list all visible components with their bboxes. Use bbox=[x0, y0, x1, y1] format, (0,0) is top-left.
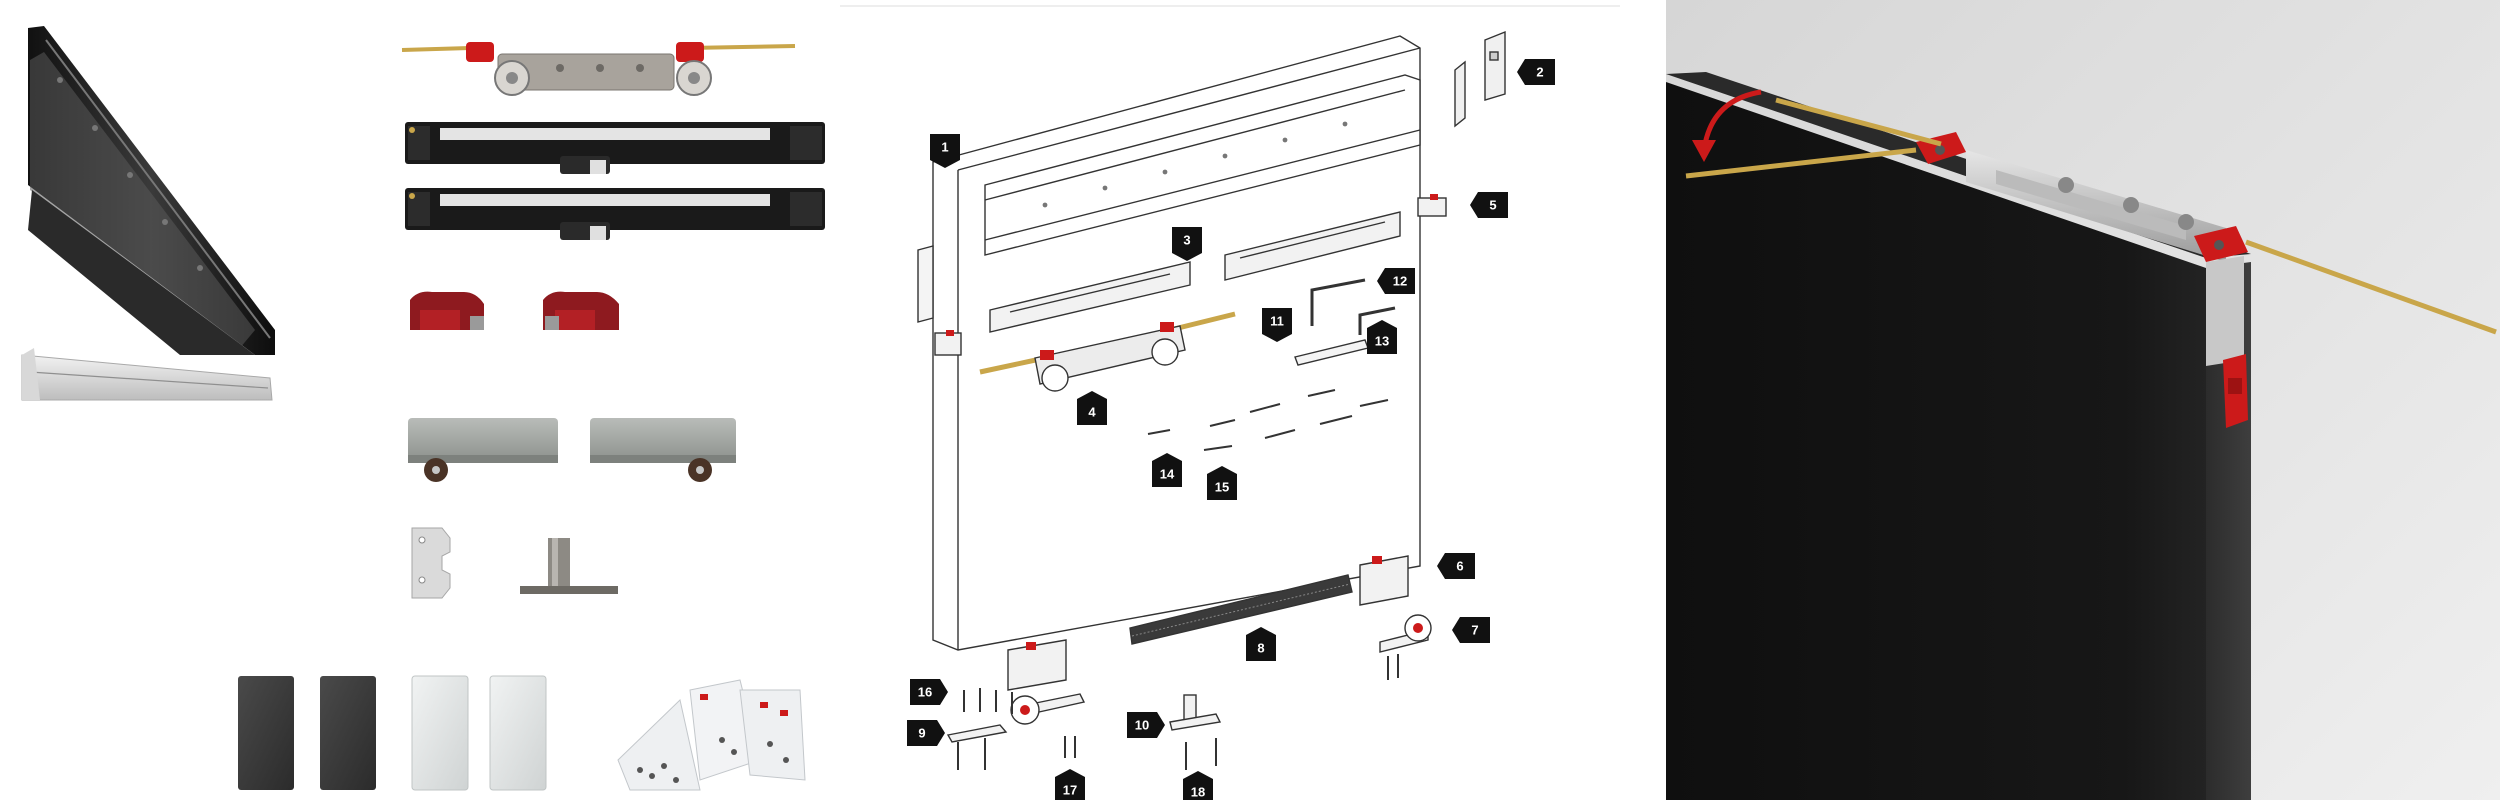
callout-9-marker bbox=[907, 720, 945, 746]
red-activator-right-photo bbox=[543, 291, 619, 330]
callout-14: 14 bbox=[1152, 453, 1182, 487]
callout-18: 18 bbox=[1183, 771, 1213, 800]
soft-close-mechanism bbox=[989, 211, 1401, 333]
soft-close-damper-2-photo bbox=[405, 188, 825, 240]
callout-9-label: 9 bbox=[918, 726, 925, 741]
callout-18-label: 18 bbox=[1191, 785, 1205, 800]
installed-door-render bbox=[1666, 0, 2500, 800]
callout-15-label: 15 bbox=[1215, 480, 1229, 495]
carriage-with-rods-photo bbox=[401, 42, 796, 96]
cover-profile-photo bbox=[21, 348, 273, 401]
callout-4-marker bbox=[1077, 391, 1107, 425]
callout-6-label: 6 bbox=[1456, 559, 1463, 574]
bottom-guide-left bbox=[1007, 639, 1067, 691]
floor-guide-pin-photo bbox=[520, 538, 618, 594]
callout-3: 3 bbox=[1172, 227, 1202, 261]
callout-9: 9 bbox=[907, 720, 945, 746]
callout-6-marker bbox=[1437, 553, 1475, 579]
callout-4: 4 bbox=[1077, 391, 1107, 425]
callout-1-marker bbox=[930, 134, 960, 168]
soft-close-damper-1-photo bbox=[405, 122, 825, 174]
callout-13-label: 13 bbox=[1375, 334, 1389, 349]
callout-13-marker bbox=[1367, 320, 1397, 354]
carriage bbox=[979, 311, 1236, 392]
top-track-photo bbox=[28, 26, 275, 355]
callout-7-label: 7 bbox=[1471, 623, 1478, 638]
callout-15-marker bbox=[1207, 466, 1237, 500]
callout-1: 1 bbox=[930, 134, 960, 168]
brass-rod-lower bbox=[1685, 147, 1917, 179]
callout-4-label: 4 bbox=[1088, 405, 1096, 420]
callout-17: 17 bbox=[1055, 769, 1085, 800]
callout-14-label: 14 bbox=[1160, 467, 1175, 482]
callout-15: 15 bbox=[1207, 466, 1237, 500]
callout-10: 10 bbox=[1127, 712, 1165, 738]
callout-14-marker bbox=[1152, 453, 1182, 487]
pin-bracket-center bbox=[1169, 694, 1222, 731]
callout-12-marker bbox=[1377, 268, 1415, 294]
callout-6: 6 bbox=[1437, 553, 1475, 579]
mounted-carriage bbox=[1966, 150, 2244, 366]
callout-10-label: 10 bbox=[1135, 718, 1149, 733]
callout-10-marker bbox=[1127, 712, 1165, 738]
rotate-arrow-icon bbox=[1692, 89, 1762, 162]
callout-8-marker bbox=[1246, 627, 1276, 661]
brass-rod-right bbox=[2245, 239, 2497, 335]
callout-2: 2 bbox=[1517, 59, 1555, 85]
guide-bracket-photo bbox=[411, 527, 451, 599]
red-activator-left-photo bbox=[410, 291, 484, 330]
installed-door-photo-panel bbox=[1666, 0, 2500, 800]
screw-bags-photo bbox=[617, 679, 806, 791]
callout-12-label: 12 bbox=[1393, 274, 1407, 289]
red-clip-side bbox=[2223, 354, 2248, 428]
top-track bbox=[984, 74, 1421, 256]
callout-13: 13 bbox=[1367, 320, 1397, 354]
callout-7-marker bbox=[1452, 617, 1490, 643]
callout-16-marker bbox=[910, 679, 948, 705]
screws bbox=[1147, 389, 1389, 451]
callout-5: 5 bbox=[1470, 192, 1508, 218]
callout-1-label: 1 bbox=[941, 140, 948, 155]
callout-7: 7 bbox=[1452, 617, 1490, 643]
callout-11: 11 bbox=[1262, 308, 1292, 342]
callout-11-label: 11 bbox=[1270, 314, 1284, 329]
bottom-guide-right bbox=[1359, 555, 1409, 606]
callout-17-marker bbox=[1055, 769, 1085, 800]
stopper-left bbox=[934, 330, 962, 356]
callout-16-label: 16 bbox=[918, 685, 932, 700]
bottom-roller-left bbox=[1010, 693, 1086, 725]
brush-seal bbox=[1129, 574, 1353, 645]
callout-5-label: 5 bbox=[1489, 198, 1496, 213]
bottom-bracket-left bbox=[946, 724, 1008, 770]
component-photos bbox=[21, 26, 825, 791]
callout-8: 8 bbox=[1246, 627, 1276, 661]
callout-3-marker bbox=[1172, 227, 1202, 261]
felt-pad-light-1 bbox=[411, 675, 469, 791]
callout-2-label: 2 bbox=[1536, 65, 1543, 80]
wall-bracket bbox=[1454, 30, 1506, 128]
brass-rod-upper bbox=[1775, 97, 1942, 147]
fixing-screws-group bbox=[963, 688, 1217, 770]
callout-18-marker bbox=[1183, 771, 1213, 800]
component-photos-panel bbox=[0, 0, 840, 800]
felt-pad-dark-2 bbox=[320, 676, 376, 790]
callout-3-label: 3 bbox=[1183, 233, 1190, 248]
red-activator-edge bbox=[2194, 226, 2248, 262]
floor-guide bbox=[1379, 614, 1432, 680]
end-cap-left-photo bbox=[408, 418, 558, 482]
end-cap-right-photo bbox=[590, 418, 736, 482]
stopper-right bbox=[1417, 194, 1447, 217]
callout-17-label: 17 bbox=[1063, 783, 1077, 798]
callout-11-marker bbox=[1262, 308, 1292, 342]
callout-12: 12 bbox=[1377, 268, 1415, 294]
callout-5-marker bbox=[1470, 192, 1508, 218]
callout-2-marker bbox=[1517, 59, 1555, 85]
felt-pad-light-2 bbox=[489, 675, 547, 791]
callout-16: 16 bbox=[910, 679, 948, 705]
callout-8-label: 8 bbox=[1257, 641, 1264, 656]
felt-pad-dark-1 bbox=[238, 676, 294, 790]
